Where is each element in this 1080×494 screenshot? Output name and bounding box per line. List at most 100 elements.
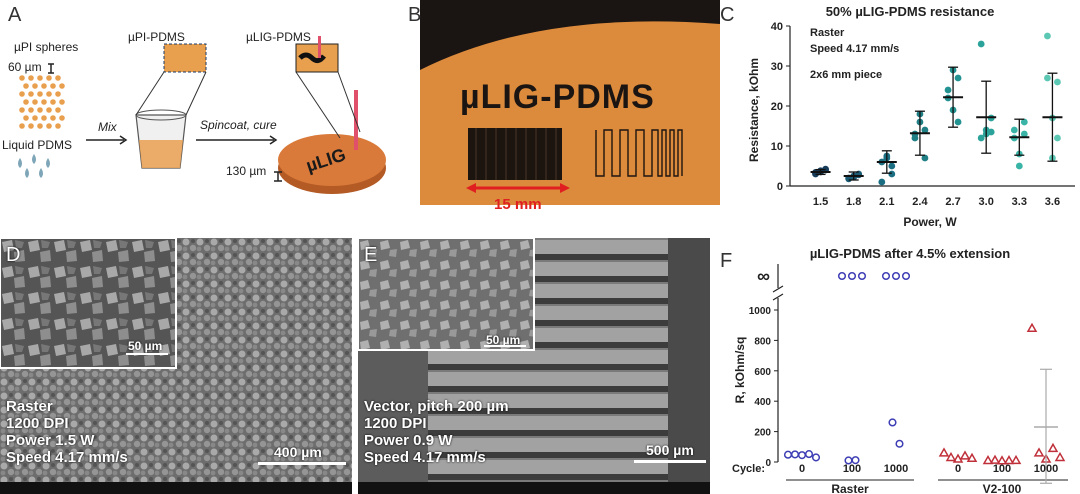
chart-c-point xyxy=(944,86,952,94)
chart-c-point xyxy=(954,118,962,126)
chart-f-point xyxy=(959,450,971,460)
panel-a-label: A xyxy=(8,4,22,26)
chart-f-group-label: V2-100 xyxy=(983,482,1022,494)
raster-pattern xyxy=(468,128,562,180)
chart-f-infinite-point xyxy=(881,271,891,281)
chart-f-point xyxy=(1054,451,1066,462)
chart-c-xtick-label: 3.3 xyxy=(1012,196,1027,208)
panel-d-scale: 400 µm xyxy=(274,444,322,460)
upi-sphere xyxy=(46,107,52,113)
chart-f-ytick-label: 800 xyxy=(754,336,771,347)
chart-f-point xyxy=(1026,322,1038,332)
size-marker-icon xyxy=(48,63,54,74)
chart-f-point xyxy=(895,439,904,448)
upi-sphere xyxy=(50,115,56,121)
chart-c-point xyxy=(1020,118,1028,126)
chart-f-point xyxy=(804,450,814,459)
panel-a: A µPI spheres 60 µm Liquid PDMS Mix µPI-… xyxy=(0,0,420,200)
upi-sphere xyxy=(37,107,43,113)
chart-f-point xyxy=(996,455,1008,465)
ulig-pdms-label: µLIG-PDMS xyxy=(246,30,311,44)
chart-f-infinite-point xyxy=(857,271,867,281)
upi-sphere xyxy=(46,91,52,97)
chart-f-ytick-label: 0 xyxy=(765,458,771,469)
chart-f-point xyxy=(989,454,1001,464)
chart-f-ytick-label: 200 xyxy=(754,428,771,439)
upi-sphere xyxy=(55,107,61,113)
chart-c-xtick-label: 3.6 xyxy=(1045,196,1060,208)
chart-f-ylabel: R, kOhm/sq xyxy=(733,337,747,404)
chart-c-ytick-label: 30 xyxy=(771,61,783,73)
chart-f-ytick-label: 1000 xyxy=(749,306,772,317)
upi-sphere xyxy=(59,115,65,121)
chart-f-point xyxy=(982,454,994,465)
upi-sphere xyxy=(32,115,38,121)
chart-f-point xyxy=(797,451,807,460)
panel-e-scale: 500 µm xyxy=(646,442,694,458)
chart-f-ytick-label: 600 xyxy=(754,367,771,378)
chart-c-xtick-label: 1.8 xyxy=(846,196,861,208)
panel-b: B µLIG-PDMS 15 mm xyxy=(408,0,720,220)
chart-f-title: µLIG-PDMS after 4.5% extension xyxy=(810,246,1010,261)
chart-c-point xyxy=(888,162,896,170)
panel-b-title: µLIG-PDMS xyxy=(460,78,655,116)
panel-d-caption: Raster 1200 DPI Power 1.5 W Speed 4.17 m… xyxy=(6,398,128,466)
upi-pdms-zoom-box xyxy=(163,43,207,73)
upi-sphere xyxy=(28,75,34,81)
upi-sphere xyxy=(28,123,34,129)
chart-f-point xyxy=(952,453,964,463)
panel-b-photo xyxy=(420,0,720,220)
upi-sphere xyxy=(41,99,47,105)
chart-c-title: 50% µLIG-PDMS resistance xyxy=(826,4,995,19)
upi-sphere xyxy=(55,123,61,129)
sem-info-bar xyxy=(0,482,352,494)
panel-b-label: B xyxy=(408,4,422,26)
upi-sphere xyxy=(23,99,29,105)
chart-c-point xyxy=(921,126,929,134)
chart-f-infinity-label: ∞ xyxy=(757,266,770,286)
upi-sphere xyxy=(19,75,25,81)
upi-pdms-label: µPI-PDMS xyxy=(128,30,185,44)
panel-e-inset-scale: 50 µm xyxy=(486,333,521,347)
chart-c-point xyxy=(1044,74,1051,82)
upi-sphere xyxy=(23,83,29,89)
upi-sphere xyxy=(28,107,34,113)
chart-c-xtick-label: 3.0 xyxy=(979,196,994,208)
panel-d-inset-scale: 50 µm xyxy=(128,339,163,353)
chart-c-ytick-label: 20 xyxy=(771,101,783,113)
mix-label: Mix xyxy=(98,120,117,134)
upi-sphere xyxy=(37,91,43,97)
thickness-label: 130 µm xyxy=(226,164,267,178)
chart-c-point xyxy=(1054,78,1061,86)
chart-f-xtick-label: 0 xyxy=(955,463,961,475)
upi-sphere xyxy=(50,99,56,105)
upi-sphere xyxy=(19,107,25,113)
chart-c-xtick-label: 2.1 xyxy=(879,196,894,208)
chart-c-point xyxy=(954,74,962,82)
chart-f-axis-break xyxy=(772,285,784,301)
chart-c-note: Speed 4.17 mm/s xyxy=(810,43,899,55)
pdms-droplet-icons xyxy=(18,154,50,178)
upi-spheres-label: µPI spheres xyxy=(14,40,79,54)
chart-f: µLIG-PDMS after 4.5% extension R, kOhm/s… xyxy=(732,246,1068,494)
chart-c-point xyxy=(878,178,886,186)
chart-f-cycle-label: Cycle: xyxy=(732,463,765,475)
scalebar-d xyxy=(258,462,346,465)
chart-c-point xyxy=(987,128,995,136)
panel-f-label: F xyxy=(720,250,733,272)
chart-f-point xyxy=(783,450,793,459)
upi-sphere xyxy=(59,83,65,89)
chart-f-ytick-label: 400 xyxy=(754,397,771,408)
spincoat-label: Spincoat, cure xyxy=(200,118,277,132)
chart-c-point xyxy=(1010,126,1018,134)
upi-sphere xyxy=(50,83,56,89)
chart-c-xlabel: Power, W xyxy=(903,215,957,229)
upi-sphere xyxy=(19,123,25,129)
chart-f-point xyxy=(938,447,950,457)
chart-c-point xyxy=(911,134,919,142)
inset-scalebar-d xyxy=(126,353,168,355)
chart-f-point xyxy=(1033,447,1045,457)
chart-f-point xyxy=(1047,442,1059,453)
chart-c-point xyxy=(1015,162,1023,170)
